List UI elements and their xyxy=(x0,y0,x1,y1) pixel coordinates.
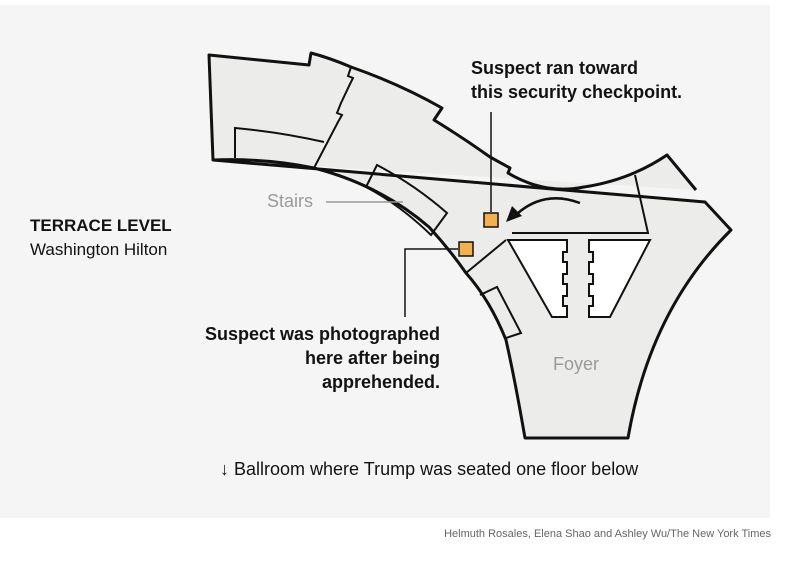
stairs-label: Stairs xyxy=(267,191,314,211)
map-title: TERRACE LEVEL xyxy=(30,216,172,235)
annotation-line: here after being xyxy=(304,348,440,368)
ballroom-note-text: Ballroom where Trump was seated one floo… xyxy=(234,459,639,479)
annotation-line: Suspect ran toward xyxy=(471,58,639,78)
ballroom-note: ↓ Ballroom where Trump was seated one fl… xyxy=(220,459,638,480)
annotation-line: this security checkpoint. xyxy=(471,82,683,102)
annotation-line: Suspect was photographed xyxy=(204,324,440,344)
checkpoint-annotation: Suspect ran toward this security checkpo… xyxy=(471,56,682,104)
photographed-leader-line xyxy=(404,248,458,317)
credit-line: Helmuth Rosales, Elena Shao and Ashley W… xyxy=(444,528,771,540)
photographed-annotation: Suspect was photographed here after bein… xyxy=(170,322,440,394)
direction-arrow xyxy=(517,197,581,214)
arrow-head-icon xyxy=(506,206,522,222)
interior-walls xyxy=(234,66,650,339)
map-subtitle: Washington Hilton xyxy=(30,240,168,259)
apprehended-marker xyxy=(458,241,474,257)
central-stair-well xyxy=(506,239,652,318)
checkpoint-marker xyxy=(483,212,499,228)
down-arrow-icon: ↓ xyxy=(220,459,229,479)
annotation-line: apprehended. xyxy=(321,372,440,392)
foyer-label: Foyer xyxy=(553,354,600,374)
